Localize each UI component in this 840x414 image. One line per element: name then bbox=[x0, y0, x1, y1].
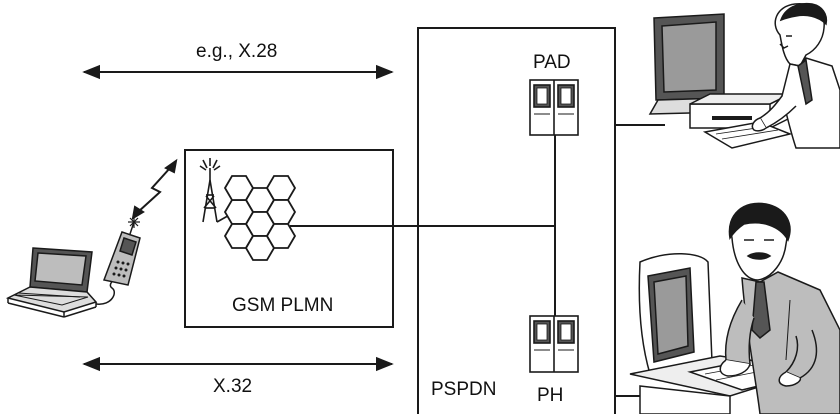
pad-server-icon bbox=[529, 79, 579, 136]
x32-link-label: X.32 bbox=[213, 376, 253, 397]
pspdn-label: PSPDN bbox=[431, 379, 497, 400]
mobile-phone-icon bbox=[102, 216, 141, 286]
ph-label: PH bbox=[537, 385, 564, 406]
laptop-icon bbox=[5, 247, 98, 318]
pad-label: PAD bbox=[533, 52, 571, 73]
workstation-user-icon bbox=[648, 2, 840, 149]
cell-network-icon bbox=[223, 175, 297, 261]
radio-link-icon bbox=[131, 158, 178, 220]
ph-server-icon bbox=[529, 315, 579, 373]
terminal-user-icon bbox=[629, 202, 840, 414]
gsm-plmn-label: GSM PLMN bbox=[232, 295, 334, 316]
pspdn-box bbox=[417, 27, 616, 414]
gsm-plmn-box bbox=[184, 149, 394, 328]
x28-link-label: e.g., X.28 bbox=[196, 41, 278, 62]
